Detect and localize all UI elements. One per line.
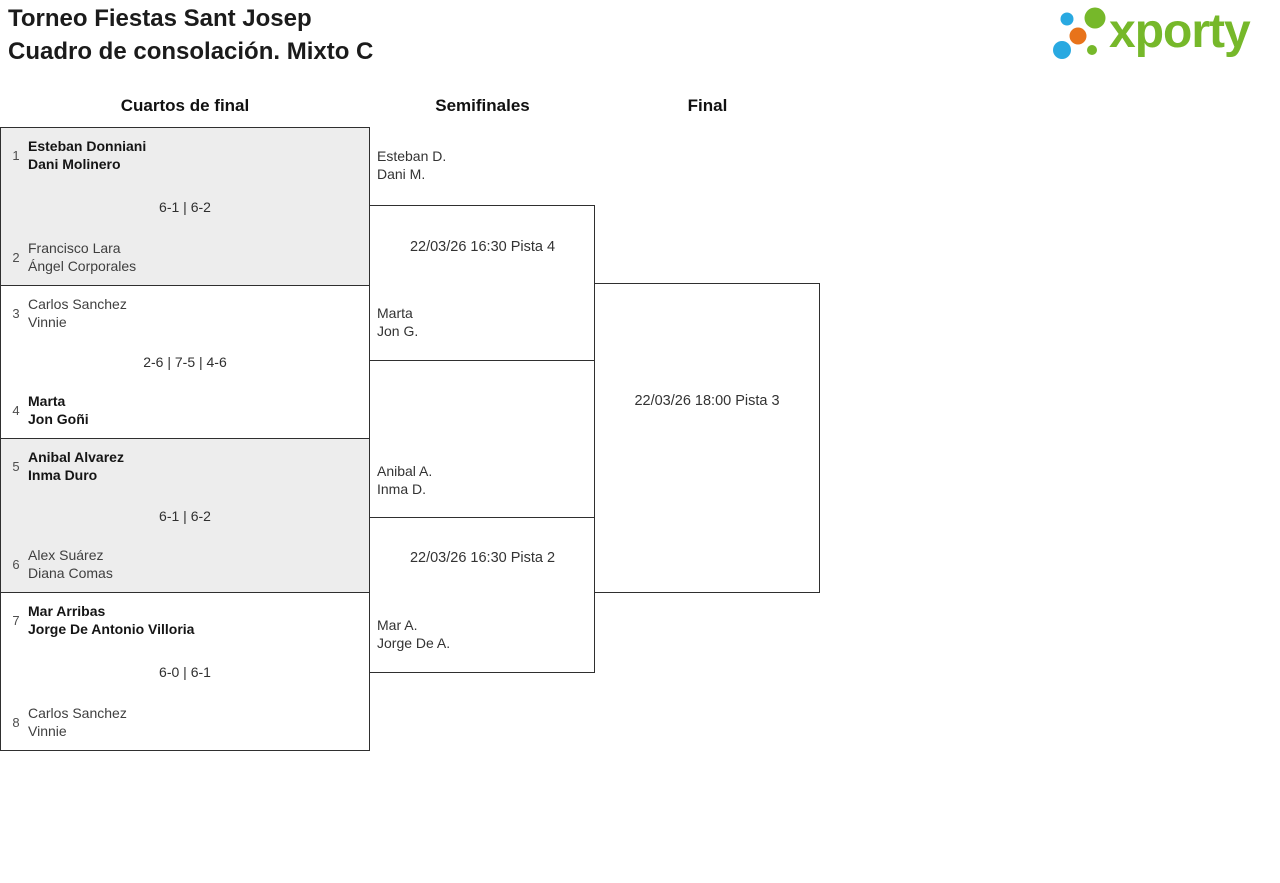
player-name: Dani M.: [377, 166, 426, 182]
sf1-team-bottom: Marta Jon G.: [377, 304, 418, 340]
player-name: Diana Comas: [28, 565, 113, 581]
logo-dot-green-small: [1087, 45, 1097, 55]
match-score: 6-0 | 6-1: [159, 663, 211, 680]
seed-number: 5: [12, 458, 20, 474]
player-name: Carlos Sanchez: [28, 296, 127, 312]
player-name: Jon G.: [377, 323, 419, 339]
team-row: 2 Francisco Lara Ángel Corporales: [9, 239, 363, 275]
team-names: Alex Suárez Diana Comas: [28, 546, 113, 582]
player-name: Mar Arribas: [28, 603, 106, 619]
round-header-quarterfinals: Cuartos de final: [120, 96, 250, 115]
logo-wordmark: xporty: [1109, 5, 1251, 58]
team-names: Esteban Donniani Dani Molinero: [28, 137, 146, 173]
player-name: Esteban D.: [377, 148, 447, 164]
team-names: Francisco Lara Ángel Corporales: [28, 239, 136, 275]
team-names: Anibal Alvarez Inma Duro: [28, 448, 124, 484]
team-row: 3 Carlos Sanchez Vinnie: [9, 295, 363, 331]
team-row: 4 Marta Jon Goñi: [9, 392, 363, 428]
player-name: Mar A.: [377, 617, 418, 633]
player-name: Esteban Donniani: [28, 138, 147, 154]
team-names: Mar Arribas Jorge De Antonio Villoria: [28, 602, 194, 638]
team-row: 6 Alex Suárez Diana Comas: [9, 546, 363, 582]
match-box-qf1: 1 Esteban Donniani Dani Molinero 6-1 | 6…: [0, 127, 370, 286]
sf1-team-top: Esteban D. Dani M.: [377, 147, 446, 183]
player-name: Vinnie: [28, 723, 67, 739]
seed-number: 1: [12, 147, 20, 163]
round-header-semifinals: Semifinales: [435, 96, 530, 115]
seed-number: 7: [12, 612, 20, 628]
match-box-qf3: 5 Anibal Alvarez Inma Duro 6-1 | 6-2 6 A…: [0, 438, 370, 593]
player-name: Anibal A.: [377, 463, 433, 479]
team-names: Carlos Sanchez Vinnie: [28, 704, 127, 740]
player-name: Jorge De Antonio Villoria: [28, 621, 195, 637]
match-box-qf4: 7 Mar Arribas Jorge De Antonio Villoria …: [0, 592, 370, 751]
sf1-schedule: 22/03/26 16:30 Pista 4: [409, 239, 556, 255]
player-name: Marta: [28, 393, 66, 409]
player-name: Jon Goñi: [28, 411, 89, 427]
team-row: 8 Carlos Sanchez Vinnie: [9, 704, 363, 740]
logo-dot-green-large: [1084, 7, 1106, 29]
seed-number: 3: [12, 305, 20, 321]
bracket-name: Cuadro de consolación. Mixto C: [8, 38, 374, 65]
logo-dot-blue-small: [1060, 12, 1074, 26]
logo-dot-blue-large: [1053, 41, 1071, 59]
sf2-team-bottom: Mar A. Jorge De A.: [377, 616, 450, 652]
sf2-schedule: 22/03/26 16:30 Pista 2: [409, 550, 556, 566]
seed-number: 6: [12, 556, 20, 572]
match-box-qf2: 3 Carlos Sanchez Vinnie 2-6 | 7-5 | 4-6 …: [0, 285, 370, 439]
player-name: Alex Suárez: [28, 547, 104, 563]
logo-dot-orange: [1069, 27, 1087, 45]
player-name: Anibal Alvarez: [28, 449, 124, 465]
match-box-sf2: [369, 517, 595, 673]
team-names: Marta Jon Goñi: [28, 392, 89, 428]
match-box-final: [594, 283, 820, 593]
page-title: Torneo Fiestas Sant Josep Cuadro de cons…: [8, 2, 373, 68]
final-schedule: 22/03/26 18:00 Pista 3: [634, 393, 780, 409]
match-score: 2-6 | 7-5 | 4-6: [143, 354, 227, 370]
player-name: Francisco Lara: [28, 240, 121, 256]
match-score: 6-1 | 6-2: [159, 198, 211, 215]
player-name: Dani Molinero: [28, 156, 121, 172]
tournament-name: Torneo Fiestas Sant Josep: [8, 5, 312, 32]
player-name: Jorge De A.: [377, 635, 451, 651]
seed-number: 8: [12, 714, 20, 730]
player-name: Marta: [377, 305, 413, 321]
xporty-logo[interactable]: xporty: [1045, 2, 1280, 68]
match-box-sf1: [369, 205, 595, 361]
player-name: Inma Duro: [28, 467, 98, 483]
team-row: 5 Anibal Alvarez Inma Duro: [9, 448, 363, 484]
team-row: 1 Esteban Donniani Dani Molinero: [9, 137, 363, 173]
seed-number: 4: [12, 402, 20, 418]
round-header-final: Final: [687, 96, 728, 115]
team-names: Carlos Sanchez Vinnie: [28, 295, 127, 331]
sf2-team-top: Anibal A. Inma D.: [377, 462, 432, 498]
player-name: Carlos Sanchez: [28, 705, 127, 721]
match-score: 6-1 | 6-2: [159, 507, 211, 524]
team-row: 7 Mar Arribas Jorge De Antonio Villoria: [9, 602, 363, 638]
player-name: Vinnie: [28, 314, 67, 330]
player-name: Inma D.: [377, 481, 427, 497]
player-name: Ángel Corporales: [28, 258, 137, 274]
seed-number: 2: [12, 249, 20, 265]
